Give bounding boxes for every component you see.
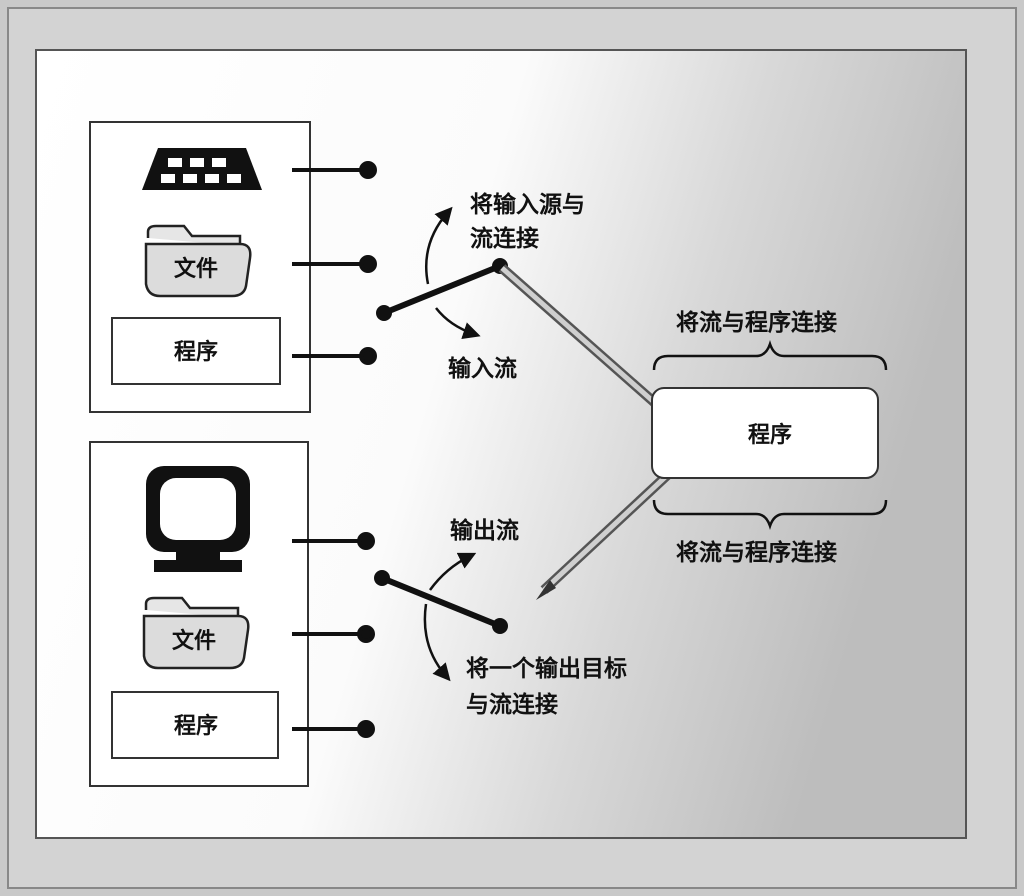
output-file-label: 文件 — [172, 628, 216, 654]
output-stream-switch — [374, 552, 508, 682]
output-connectors — [292, 532, 375, 738]
output-targets-box: 文件 程序 — [89, 441, 375, 787]
input-rotate-arrow — [424, 206, 453, 285]
input-sources-box: 文件 程序 — [89, 121, 377, 413]
input-source-label-line1: 将输入源与 — [470, 191, 585, 218]
bottom-brace — [652, 499, 888, 530]
output-program-label: 程序 — [174, 713, 218, 739]
input-stream-arrow — [435, 307, 481, 339]
output-target-label-line2: 与流连接 — [466, 691, 558, 718]
input-stream-label: 输入流 — [448, 355, 517, 382]
input-connectors — [292, 161, 377, 365]
top-brace — [652, 340, 888, 371]
input-program-box: 程序 — [111, 317, 281, 385]
input-program-label: 程序 — [174, 339, 218, 365]
connect-program-bottom-label: 将流与程序连接 — [676, 539, 837, 566]
monitor-icon — [146, 466, 250, 572]
connect-program-top-label: 将流与程序连接 — [676, 309, 837, 336]
input-source-label-line2: 流连接 — [470, 225, 539, 252]
output-target-label-line1: 将一个输出目标 — [466, 655, 627, 682]
output-stream-arrow — [428, 552, 477, 591]
input-stream-switch — [376, 206, 508, 339]
output-rotate-arrow — [423, 603, 451, 682]
output-program-box: 程序 — [111, 691, 279, 759]
central-program: 程序 — [651, 340, 888, 530]
keyboard-icon — [142, 148, 262, 190]
folder-icon: 文件 — [142, 596, 250, 670]
output-stream-label: 输出流 — [450, 517, 519, 544]
folder-icon: 文件 — [144, 224, 252, 298]
input-file-label: 文件 — [174, 256, 218, 282]
central-program-label: 程序 — [748, 422, 792, 448]
